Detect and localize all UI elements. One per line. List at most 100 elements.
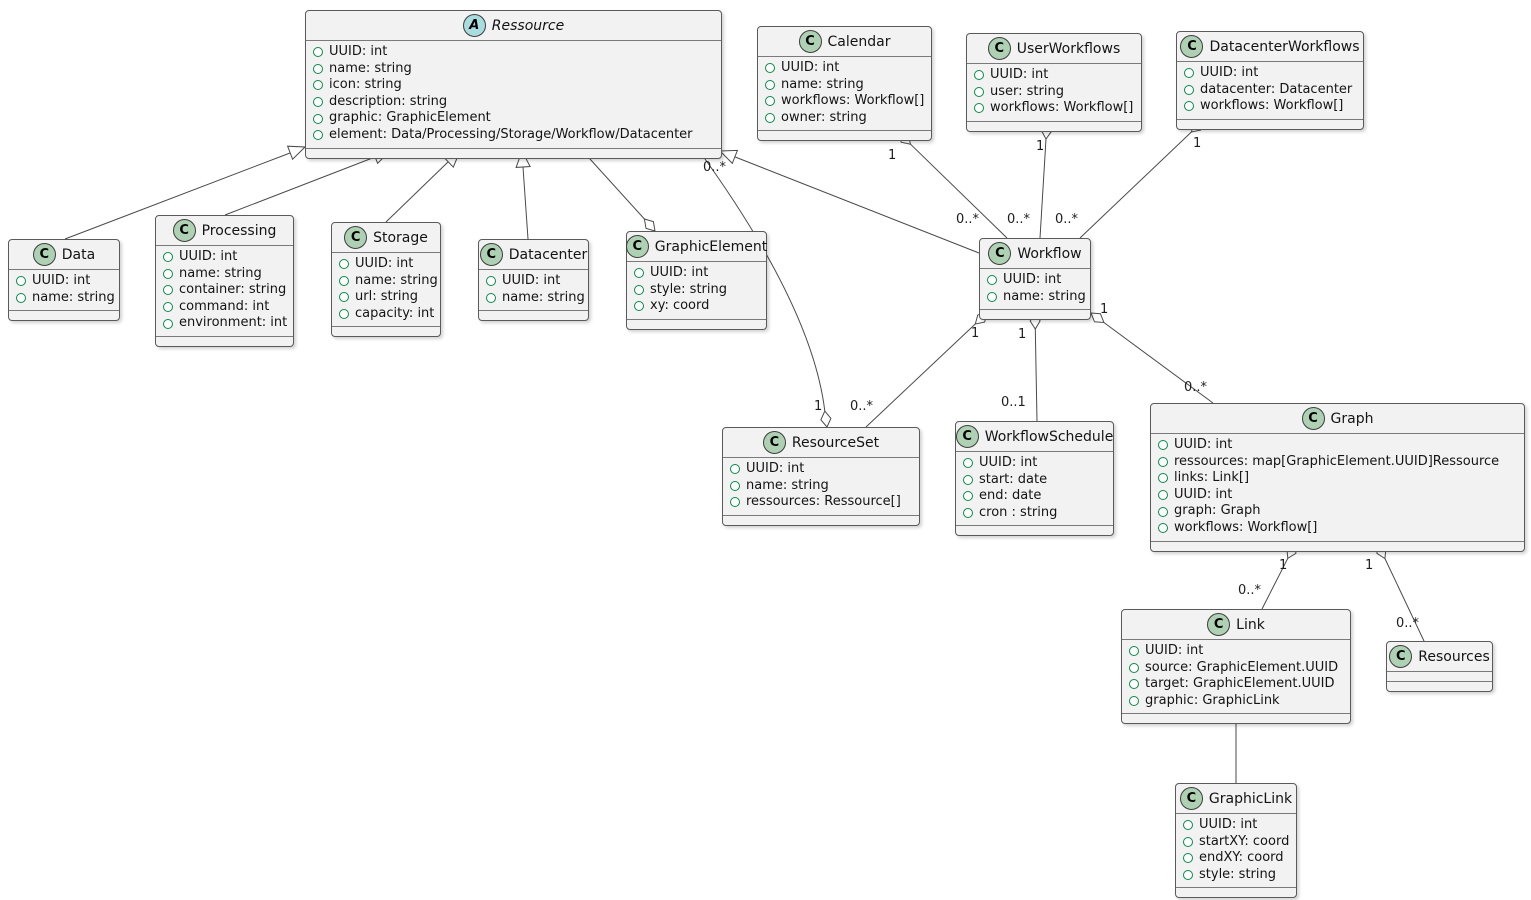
multiplicity-label: 1: [1036, 139, 1045, 154]
edge-workflow-workflowschedule: [1029, 312, 1041, 422]
class-header: C Processing: [156, 216, 293, 246]
attribute-text: UUID: int: [355, 256, 414, 271]
attribute-text: UUID: int: [781, 60, 840, 75]
multiplicity-label: 0..1: [1001, 395, 1026, 410]
multiplicity-label: 0..*: [1184, 380, 1208, 395]
attribute-text: UUID: int: [990, 67, 1049, 82]
attribute-row: UUID: int: [634, 265, 759, 282]
methods-compartment: [627, 318, 766, 329]
field-visibility-icon: [963, 491, 973, 502]
attribute-row: name: string: [730, 478, 912, 495]
attribute-row: name: string: [765, 77, 924, 94]
attribute-text: container: string: [179, 282, 287, 298]
class-header: C ResourceSet: [723, 428, 919, 458]
methods-compartment: [332, 326, 440, 336]
attribute-text: datacenter: Datacenter: [1200, 81, 1353, 97]
attribute-text: cron : string: [979, 504, 1058, 520]
multiplicity-label: 1: [1365, 558, 1374, 573]
attribute-text: style: string: [650, 281, 728, 297]
attribute-text: source: GraphicElement.UUID: [1145, 659, 1339, 675]
class-icon: C: [987, 37, 1011, 60]
attribute-row: user: string: [974, 84, 1134, 101]
edge-workflow-ressource: [718, 149, 980, 254]
class-name: Ressource: [491, 17, 565, 34]
field-visibility-icon: [163, 268, 173, 279]
attribute-text: UUID: int: [650, 265, 709, 280]
class-name: Data: [61, 246, 96, 263]
class-header: C Link: [1122, 610, 1350, 640]
edge-ressource-graphicelement: [579, 147, 656, 232]
attribute-row: workflows: Workflow[]: [1158, 520, 1517, 537]
attribute-row: UUID: int: [313, 44, 714, 61]
field-visibility-icon: [1184, 101, 1194, 112]
class-name: GraphicElement: [654, 238, 768, 255]
class-header: C Storage: [332, 223, 440, 253]
class-name: Link: [1236, 616, 1265, 633]
field-visibility-icon: [163, 252, 173, 263]
class-icon: C: [1179, 787, 1203, 810]
attribute-row: UUID: int: [1158, 437, 1517, 454]
attribute-row: workflows: Workflow[]: [765, 93, 924, 110]
edge-workflow-resourceset: [865, 312, 988, 428]
attribute-text: xy: coord: [650, 298, 710, 314]
attribute-row: start: date: [963, 472, 1106, 489]
attribute-text: ressources: Ressource[]: [746, 494, 901, 510]
field-visibility-icon: [963, 458, 973, 469]
field-visibility-icon: [1158, 473, 1168, 484]
attribute-row: owner: string: [765, 110, 924, 127]
attribute-text: startXY: coord: [1199, 833, 1290, 849]
field-visibility-icon: [163, 318, 173, 329]
edge-calendar-workflow: [898, 132, 1008, 239]
edge-datacenterworkflows-workflow: [1079, 120, 1204, 239]
attribute-text: UUID: int: [1003, 272, 1062, 287]
field-visibility-icon: [163, 302, 173, 313]
field-visibility-icon: [987, 275, 997, 286]
attribute-text: UUID: int: [502, 273, 561, 288]
multiplicity-label: 1: [888, 148, 897, 163]
class-header: C Resources: [1387, 642, 1492, 672]
class-header: C UserWorkflows: [967, 34, 1141, 64]
attribute-text: command: int: [179, 298, 270, 314]
attribute-row: UUID: int: [339, 256, 433, 273]
attribute-row: name: string: [313, 61, 714, 78]
attribute-text: workflows: Workflow[]: [990, 100, 1134, 116]
class-header: C GraphicElement: [625, 232, 768, 262]
class-icon: C: [172, 219, 196, 242]
methods-compartment: [723, 514, 919, 525]
field-visibility-icon: [339, 275, 349, 286]
attribute-row: UUID: int: [163, 249, 286, 266]
field-visibility-icon: [16, 292, 26, 303]
attribute-row: datacenter: Datacenter: [1184, 82, 1356, 99]
attribute-row: name: string: [163, 266, 286, 283]
class-name: Storage: [373, 229, 428, 246]
class-icon: C: [1301, 407, 1325, 430]
edge-resourceset-ressource: [699, 151, 832, 428]
field-visibility-icon: [634, 284, 644, 295]
attribute-row: cron : string: [963, 505, 1106, 522]
attribute-row: UUID: int: [486, 273, 581, 290]
class-name: Processing: [201, 222, 277, 239]
field-visibility-icon: [16, 276, 26, 287]
field-visibility-icon: [963, 508, 973, 519]
class-icon: C: [344, 226, 368, 249]
attribute-row: startXY: coord: [1183, 834, 1289, 851]
attribute-text: name: string: [179, 265, 262, 281]
field-visibility-icon: [1158, 440, 1168, 451]
attribute-row: workflows: Workflow[]: [974, 100, 1134, 117]
